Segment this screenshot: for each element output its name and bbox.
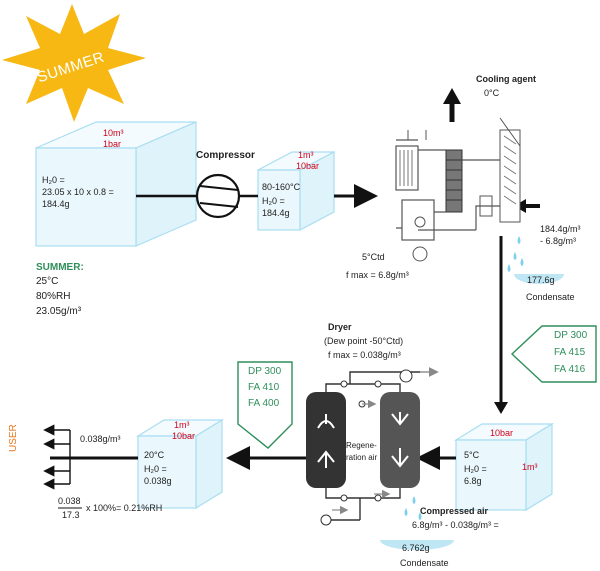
condensate-bowl-1 xyxy=(514,274,564,284)
compressed-air-title: Compressed air xyxy=(420,506,489,516)
compressed-air-condensate-label: Condensate xyxy=(400,558,449,568)
filter-mid-item-1: DP 300 xyxy=(248,366,282,377)
box2-value: 184.4g xyxy=(262,208,290,218)
cube-compressed-hot xyxy=(257,151,335,231)
condensate1-label: Condensate xyxy=(526,292,575,302)
user-flow-value: 0.038g/m³ xyxy=(80,434,121,444)
box3-pressure: 10bar xyxy=(172,431,196,441)
cooling-agent-label: Cooling agent xyxy=(476,74,536,84)
filter-mid-item-2: FA 410 xyxy=(248,382,280,393)
sun-icon xyxy=(2,4,146,122)
compressed-air-calc: 6.8g/m³ - 0.038g/m³ = xyxy=(412,520,499,530)
box3-h2o-label: H₂0 = xyxy=(144,464,167,474)
box1-result: 184.4g xyxy=(42,199,70,209)
box2-h2o-label: H₂0 = xyxy=(262,196,285,206)
cooling-agent-temp: 0°C xyxy=(484,88,500,98)
compressor-label: Compressor xyxy=(196,150,255,161)
box1-h2o-label: H₂0 = xyxy=(42,175,65,185)
box3-temp: 20°C xyxy=(144,450,165,460)
filter-callout-right xyxy=(510,325,597,383)
box1-volume: 10m³ xyxy=(103,128,124,138)
dryer-regen-1: Regene- xyxy=(346,441,377,450)
condensate1-amount: 177.6g xyxy=(527,275,555,285)
refrigeration-dew-point: 5°Ctd xyxy=(362,252,385,262)
dryer-dew-point: (Dew point -50°Ctd) xyxy=(324,336,404,346)
filter-right-item-1: DP 300 xyxy=(554,330,588,341)
box2-volume: 1m³ xyxy=(298,150,314,160)
box4-value: 6.8g xyxy=(464,476,482,486)
box2-pressure: 10bar xyxy=(296,161,320,171)
box3-value: 0.038g xyxy=(144,476,172,486)
cube-outside-air xyxy=(35,121,197,247)
summer-temp: 25°C xyxy=(36,276,59,287)
arrow-down-right xyxy=(494,402,508,414)
cube-dried-air xyxy=(135,418,225,510)
box4-temp: 5°C xyxy=(464,450,480,460)
summer-abs-humidity: 23.05g/m³ xyxy=(36,306,82,317)
compressor-icon xyxy=(195,173,241,219)
condensate1-calc-b: - 6.8g/m³ xyxy=(540,236,577,246)
user-rh-result: x 100%= 0.21%RH xyxy=(86,503,163,513)
fraction-denominator: 17.3 xyxy=(62,510,80,520)
cube-cooled-air xyxy=(453,422,555,512)
refrigeration-dryer-icon xyxy=(395,117,521,262)
dryer-fmax: f max = 0.038g/m³ xyxy=(328,350,401,360)
adsorption-dryer-icon xyxy=(306,367,439,526)
condensate-drops-2 xyxy=(404,496,422,520)
user-label: USER xyxy=(8,424,19,452)
filter-right-item-2: FA 415 xyxy=(554,347,586,358)
condensate1-calc-a: 184.4g/m³ xyxy=(540,224,581,234)
fraction-numerator: 0.038 xyxy=(58,496,81,506)
refrigeration-fmax: f max = 6.8g/m³ xyxy=(346,270,409,280)
box1-calc: 23.05 x 10 x 0.8 = xyxy=(42,187,114,197)
compressed-air-amount: 6.762g xyxy=(402,543,430,553)
box4-h2o-label: H₂0 = xyxy=(464,464,487,474)
heat-out-arrow xyxy=(443,88,461,122)
summer-title: SUMMER: xyxy=(36,262,84,273)
condensate-bowl-2 xyxy=(380,540,454,550)
dryer-regen-2: ration air xyxy=(346,453,378,462)
filter-callout-mid xyxy=(237,361,293,449)
summer-rh: 80%RH xyxy=(36,291,71,302)
box3-volume: 1m³ xyxy=(174,420,190,430)
box4-volume: 1m³ xyxy=(522,462,538,472)
box4-pressure: 10bar xyxy=(490,428,514,438)
condensate-drops-1 xyxy=(507,236,524,272)
box2-temp: 80-160°C xyxy=(262,182,301,192)
filter-right-item-3: FA 416 xyxy=(554,364,586,375)
filter-mid-item-3: FA 400 xyxy=(248,398,280,409)
dryer-title: Dryer xyxy=(328,322,352,332)
box1-pressure: 1bar xyxy=(103,139,122,149)
user-outlets xyxy=(43,424,71,490)
